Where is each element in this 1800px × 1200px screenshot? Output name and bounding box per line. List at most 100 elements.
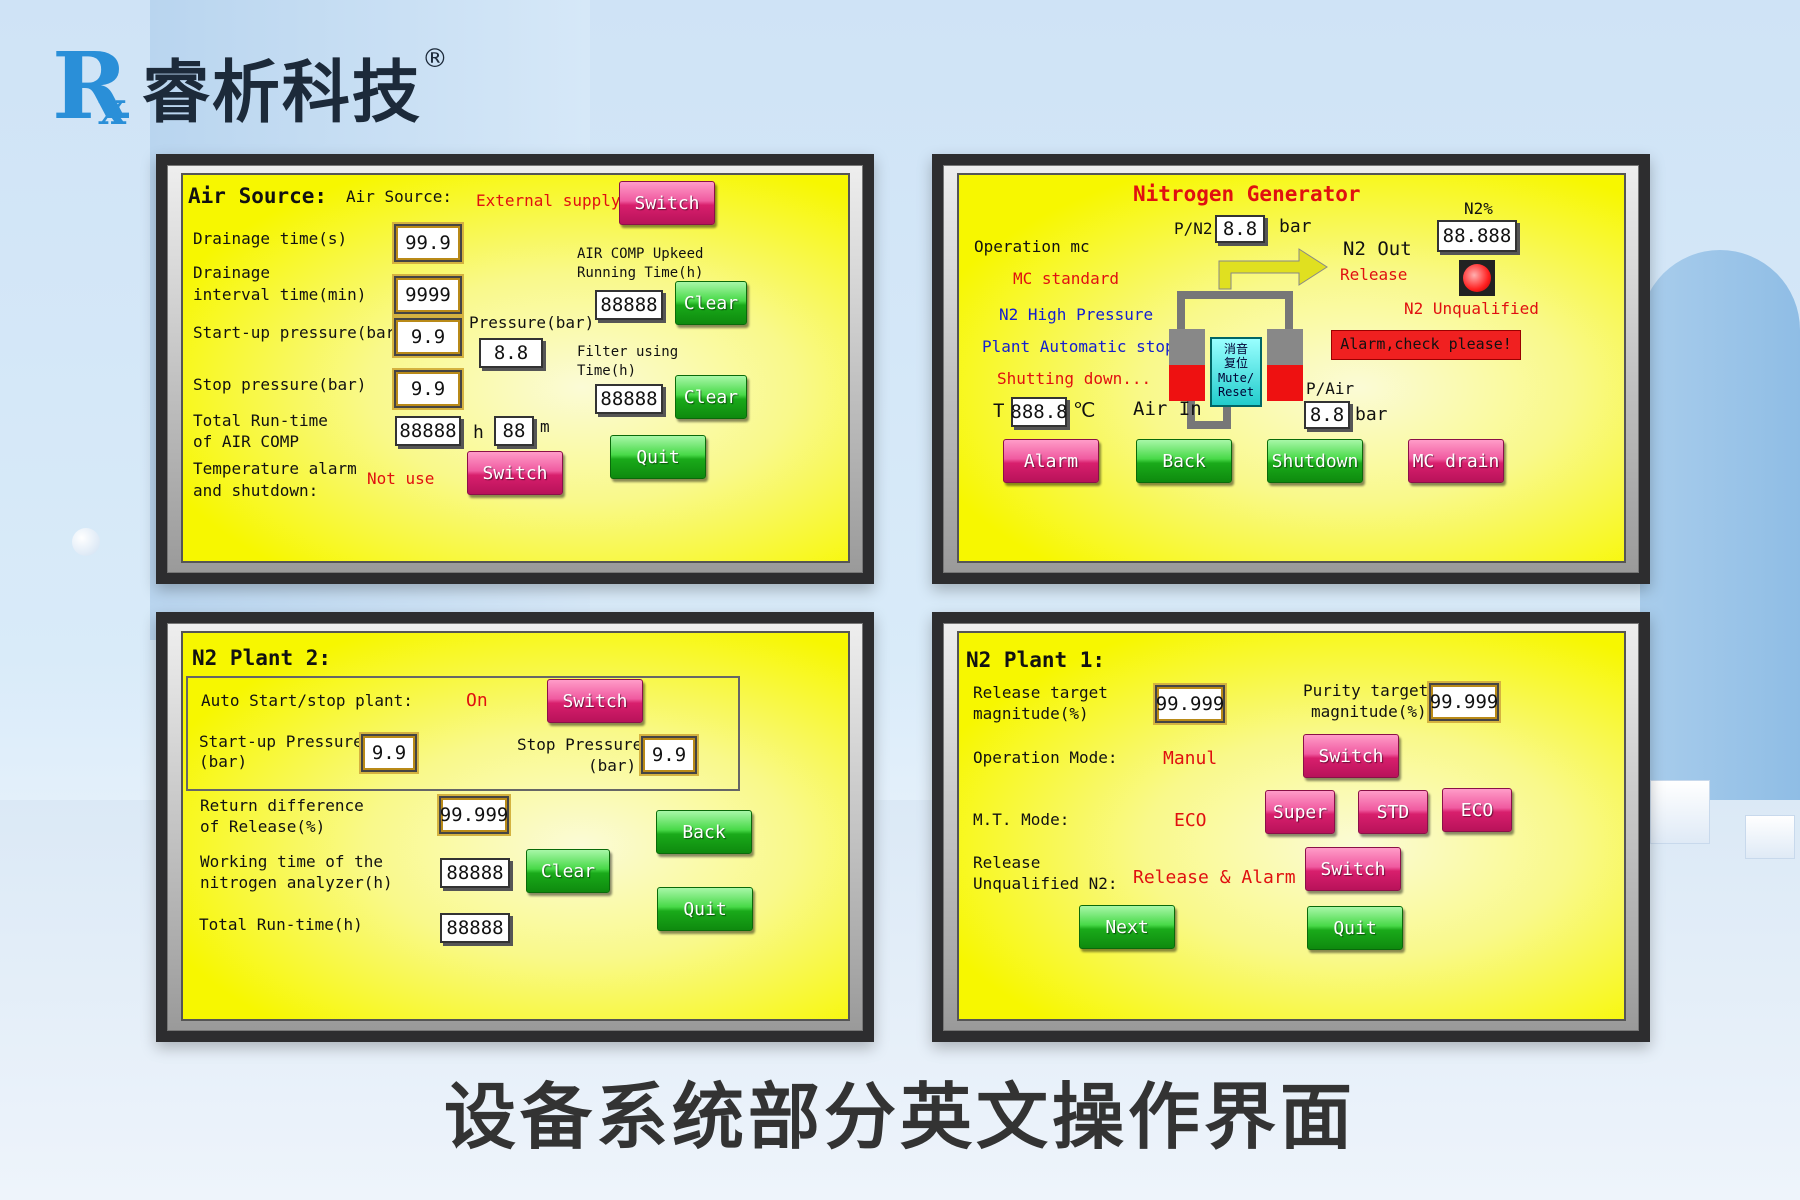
- shutdown-button[interactable]: Shutdown: [1267, 439, 1363, 483]
- startup-pressure-label-2: (bar): [199, 752, 248, 771]
- release-unqualified-switch-button[interactable]: Switch: [1305, 847, 1401, 891]
- upkeep-clear-button[interactable]: Clear: [675, 281, 747, 325]
- shutting-down-status: Shutting down...: [997, 369, 1152, 388]
- temp-alarm-label-1: Temperature alarm: [193, 459, 357, 478]
- background-gift-box: [1650, 780, 1710, 844]
- mt-eco-button[interactable]: ECO: [1442, 788, 1512, 832]
- upkeep-label-1: AIR COMP Upkeed: [577, 246, 704, 262]
- release-unqualified-value: Release & Alarm: [1133, 867, 1296, 888]
- pn2-unit: bar: [1279, 216, 1312, 237]
- purity-target-label-1: Purity target: [1303, 681, 1429, 700]
- pressure-label: Pressure(bar): [469, 313, 595, 332]
- total-runtime-hours-field[interactable]: 88888: [395, 416, 461, 446]
- status-lamp-icon: [1459, 260, 1495, 296]
- next-button[interactable]: Next: [1079, 905, 1175, 949]
- mc-drain-button[interactable]: MC drain: [1408, 439, 1504, 483]
- plant2-clear-button[interactable]: Clear: [526, 849, 610, 893]
- upkeep-time-field[interactable]: 88888: [595, 290, 663, 320]
- operation-mode-switch-button[interactable]: Switch: [1303, 734, 1399, 778]
- drainage-time-field[interactable]: 99.9: [394, 224, 462, 262]
- air-source-switch-button[interactable]: Switch: [619, 181, 715, 225]
- plant2-stop-pressure-field[interactable]: 9.9: [641, 736, 697, 774]
- mt-mode-label: M.T. Mode:: [973, 810, 1070, 829]
- auto-settings-group: [186, 676, 740, 791]
- temperature-unit: ℃: [1073, 398, 1096, 422]
- mt-super-button[interactable]: Super: [1265, 790, 1335, 834]
- startup-pressure-label: Start-up pressure(bar): [193, 323, 405, 342]
- plant2-startup-pressure-field[interactable]: 9.9: [361, 734, 417, 772]
- plant1-quit-button[interactable]: Quit: [1307, 906, 1403, 950]
- back-button[interactable]: Back: [1136, 439, 1232, 483]
- drainage-interval-field[interactable]: 9999: [394, 276, 462, 314]
- generator-diagram: [1169, 248, 1328, 429]
- stop-pressure-label: Stop pressure(bar): [193, 375, 367, 394]
- plant2-back-button[interactable]: Back: [656, 810, 752, 854]
- temperature-label: T: [993, 400, 1005, 422]
- filter-label-1: Filter using: [577, 344, 679, 360]
- total-runtime-minutes-field[interactable]: 88: [494, 416, 534, 446]
- drainage-time-label: Drainage time(s): [193, 229, 348, 248]
- tower-left-red: [1169, 365, 1205, 401]
- operation-mode-label: Operation mc: [974, 237, 1090, 256]
- stop-pressure-label-2: (bar): [588, 756, 637, 775]
- temp-alarm-value: Not use: [367, 469, 435, 488]
- air-in-label: Air In: [1133, 398, 1202, 420]
- operation-mode-label: Operation Mode:: [973, 748, 1118, 767]
- plant2-total-runtime-field[interactable]: 88888: [440, 913, 510, 943]
- minutes-unit: m: [540, 417, 550, 436]
- purity-target-label-2: magnitude(%): [1311, 702, 1427, 721]
- air-quit-button[interactable]: Quit: [610, 435, 706, 479]
- plant2-quit-button[interactable]: Quit: [657, 887, 753, 931]
- release-status: Release: [1340, 265, 1408, 284]
- n2-plant-1-panel: N2 Plant 1: Release target magnitude(%) …: [932, 612, 1650, 1042]
- operation-mode-value: Manul: [1163, 748, 1218, 769]
- nitrogen-generator-panel: Nitrogen Generator P/N2 8.8 bar N2% 88.8…: [932, 154, 1650, 584]
- reset-label: Reset: [1217, 385, 1255, 400]
- total-runtime-label-2: of AIR COMP: [193, 432, 299, 451]
- alarm-button[interactable]: Alarm: [1003, 439, 1099, 483]
- return-difference-field[interactable]: 99.999: [439, 796, 509, 834]
- air-source-value: External supply: [476, 191, 621, 210]
- n2-high-pressure-status: N2 High Pressure: [999, 305, 1154, 324]
- tower-left-gray: [1169, 329, 1205, 365]
- temp-alarm-label-2: and shutdown:: [193, 481, 319, 500]
- mt-mode-value: ECO: [1174, 810, 1207, 831]
- release-target-field[interactable]: 99.999: [1155, 685, 1225, 723]
- pipe-left: [1177, 291, 1185, 331]
- alarm-message-banner: Alarm,check please!: [1331, 330, 1521, 360]
- mc-standard-status: MC standard: [1013, 269, 1119, 288]
- p-air-label: P/Air: [1306, 379, 1355, 398]
- n2-percent-label: N2%: [1464, 199, 1493, 218]
- pn2-label: P/N2: [1174, 219, 1213, 238]
- total-runtime-label: Total Run-time(h): [199, 915, 363, 934]
- temperature-display: 888.8: [1010, 397, 1068, 427]
- startup-pressure-field[interactable]: 9.9: [394, 318, 462, 356]
- logo-mark: R: [52, 32, 129, 140]
- filter-clear-button[interactable]: Clear: [675, 375, 747, 419]
- working-time-label-1: Working time of the: [200, 852, 384, 871]
- brand-name: 睿析科技: [141, 53, 422, 133]
- filter-time-field[interactable]: 88888: [595, 384, 663, 414]
- working-time-label-2: nitrogen analyzer(h): [200, 873, 393, 892]
- plant-auto-stop-status: Plant Automatic stop: [982, 337, 1175, 356]
- auto-start-stop-value: On: [466, 690, 488, 711]
- drainage-interval-label-2: interval time(min): [193, 285, 367, 304]
- mute-reset-button[interactable]: 消音 复位 Mute/ Reset: [1210, 337, 1262, 407]
- release-target-label-2: magnitude(%): [973, 704, 1089, 723]
- purity-target-field[interactable]: 99.999: [1429, 683, 1499, 721]
- brand-logo: R x 睿析科技 ®: [52, 32, 448, 140]
- stop-pressure-label-1: Stop Pressure: [517, 735, 643, 754]
- stop-pressure-field[interactable]: 9.9: [394, 370, 462, 408]
- temp-alarm-switch-button[interactable]: Switch: [467, 451, 563, 495]
- background-arch-right: [1640, 250, 1800, 810]
- n2-plant-2-panel: N2 Plant 2: Auto Start/stop plant: On Sw…: [156, 612, 874, 1042]
- mt-std-button[interactable]: STD: [1358, 790, 1428, 834]
- pipe-right: [1285, 291, 1293, 331]
- hours-unit: h: [473, 422, 484, 443]
- startup-pressure-label-1: Start-up Pressure: [199, 732, 363, 751]
- n2-percent-display: 88.888: [1437, 220, 1517, 252]
- air-source-label: Air Source:: [346, 187, 452, 206]
- analyzer-working-time-field[interactable]: 88888: [440, 858, 510, 888]
- tower-right-red: [1267, 365, 1303, 401]
- auto-start-stop-switch-button[interactable]: Switch: [547, 679, 643, 723]
